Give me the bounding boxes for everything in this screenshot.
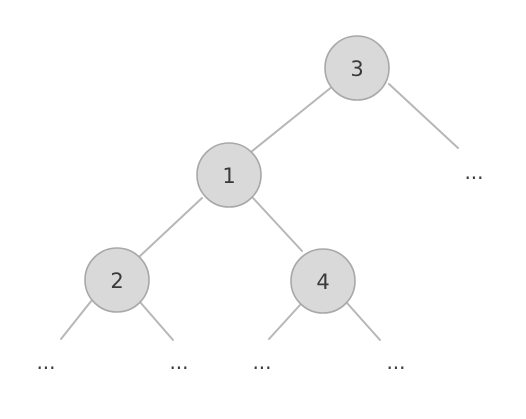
node-circle <box>290 248 356 314</box>
node-label: 3 <box>350 57 363 81</box>
edge-3-to-right <box>388 83 459 149</box>
ellipsis-left-of-4: ... <box>252 350 271 374</box>
edge-4-to-right <box>346 302 381 341</box>
edge-1-to-4 <box>252 197 303 252</box>
tree-node-4: 4 <box>290 248 356 314</box>
node-circle <box>84 247 150 313</box>
ellipsis-right-of-4: ... <box>386 350 405 374</box>
node-label: 2 <box>110 269 123 293</box>
edge-1-to-2 <box>138 197 203 258</box>
ellipsis-left-of-2: ... <box>36 350 55 374</box>
ellipsis-right-of-3: ... <box>464 160 483 184</box>
node-label: 4 <box>316 270 329 294</box>
edge-3-to-1 <box>250 85 334 153</box>
node-circle <box>324 35 390 101</box>
node-label: 1 <box>222 164 235 188</box>
tree-node-1: 1 <box>196 142 262 208</box>
ellipsis-right-of-2: ... <box>169 350 188 374</box>
tree-node-3: 3 <box>324 35 390 101</box>
tree-node-2: 2 <box>84 247 150 313</box>
edge-2-to-left <box>60 299 93 340</box>
edge-2-to-right <box>139 301 174 341</box>
edge-4-to-left <box>268 304 301 340</box>
node-circle <box>196 142 262 208</box>
